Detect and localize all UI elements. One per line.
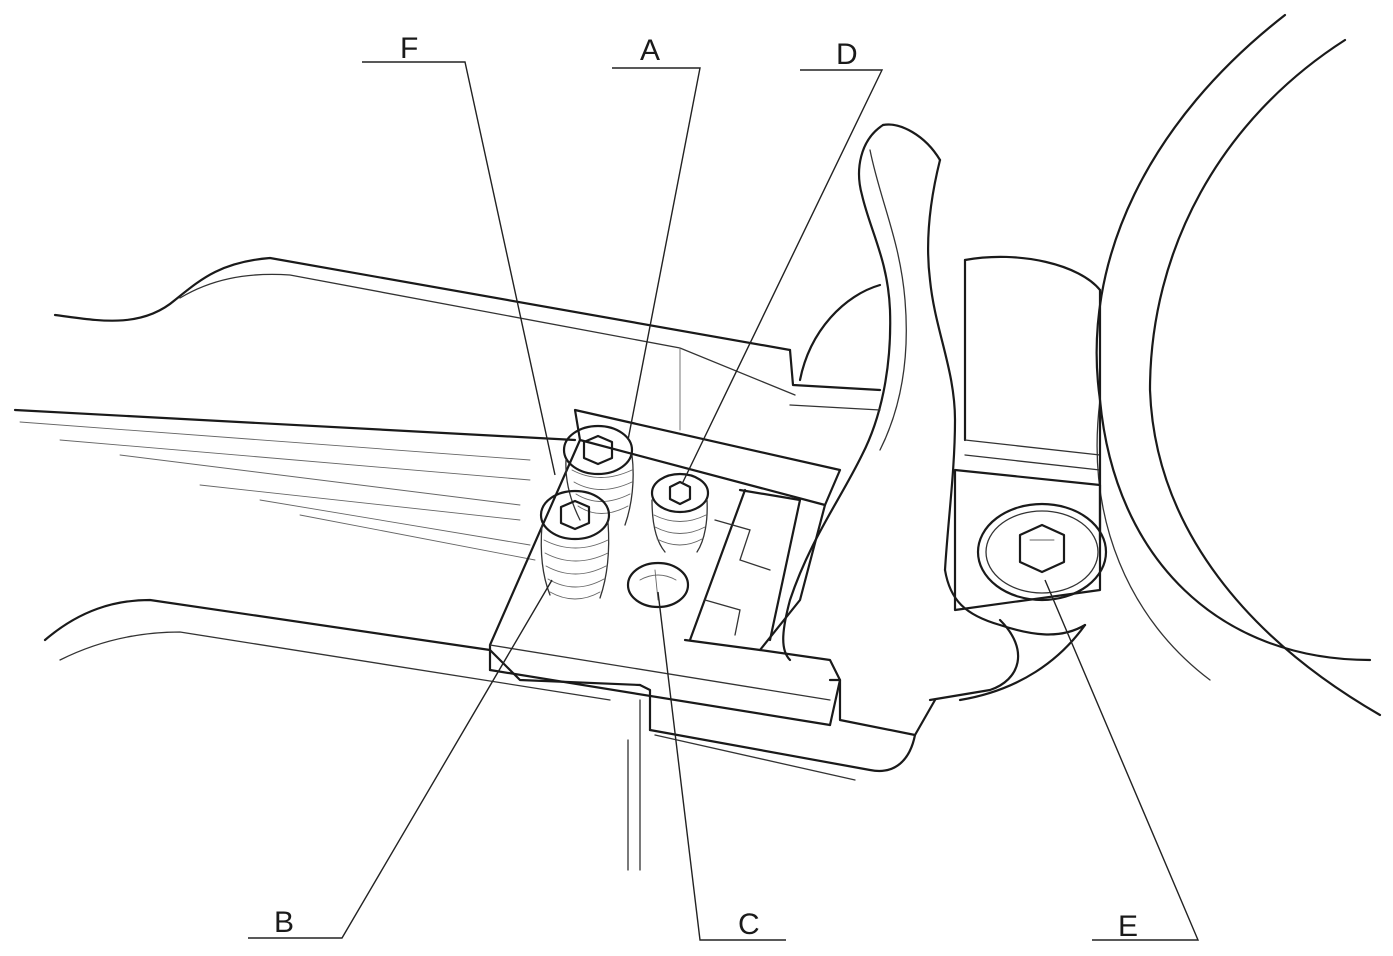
callout-b: B (274, 906, 294, 939)
hole-c (626, 561, 690, 609)
clamp-block (928, 468, 1102, 702)
callout-a: A (640, 34, 660, 67)
upper-arm (53, 256, 882, 431)
cap-screw-e (976, 502, 1108, 602)
callout-c: C (738, 908, 760, 941)
hook-arm (782, 123, 1087, 662)
leader-lines (248, 61, 1200, 941)
wheel-disc (1095, 13, 1382, 717)
callout-d: D (836, 38, 858, 71)
adjustment-block (488, 408, 937, 871)
callout-e: E (1118, 910, 1138, 943)
set-screw-a (562, 424, 634, 526)
lower-arm (13, 408, 642, 701)
callout-f: F (400, 32, 418, 65)
set-screw-d (650, 472, 710, 553)
set-screw-b (539, 489, 611, 600)
